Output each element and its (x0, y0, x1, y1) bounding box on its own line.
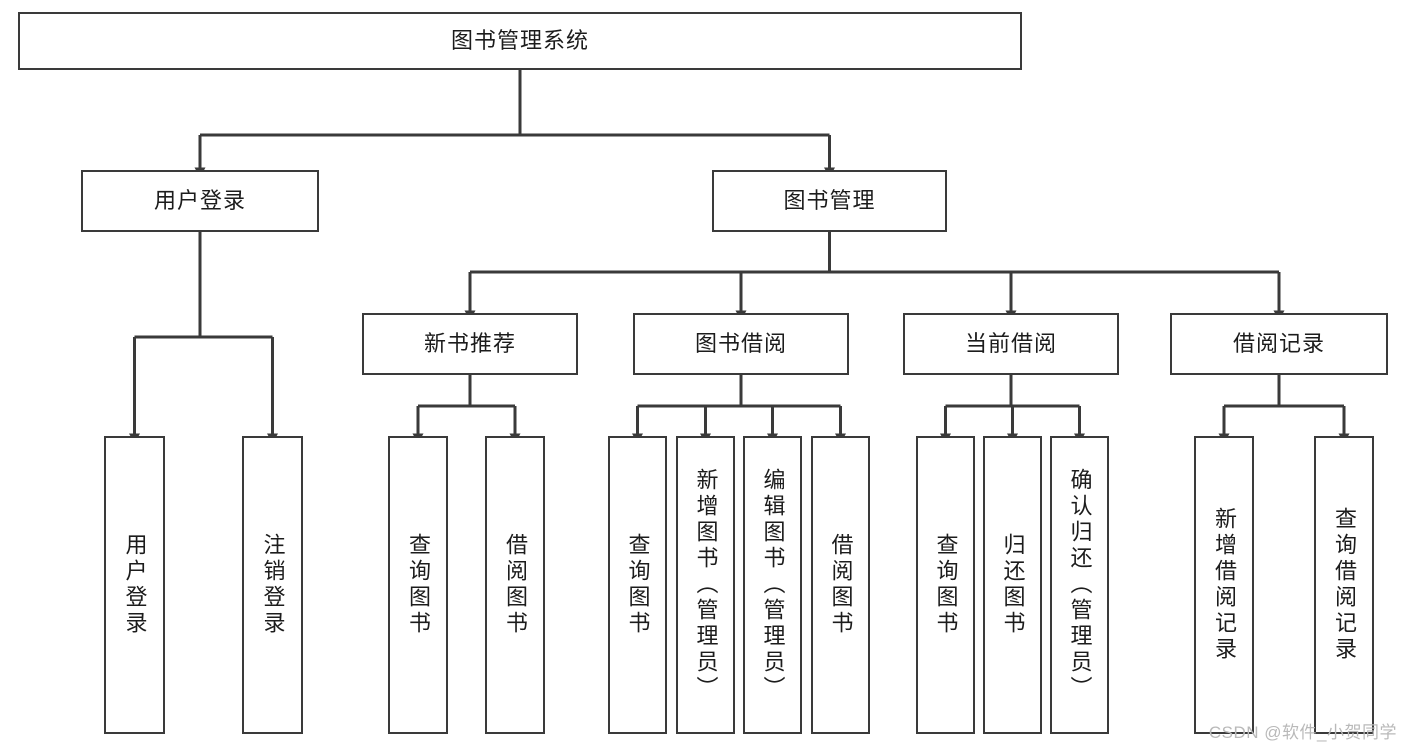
node-label: 查询图书 (625, 533, 651, 637)
edge-paths (129, 70, 1350, 444)
node-label: 借阅图书 (503, 533, 528, 637)
node-book-manage[interactable]: 图书管理 (712, 170, 947, 232)
node-label: 图书借阅 (694, 330, 787, 356)
node-borrow-record[interactable]: 借阅记录 (1170, 313, 1388, 375)
node-leaf-borrow-book-1[interactable]: 借阅图书 (485, 436, 545, 734)
node-leaf-query-book-1[interactable]: 查询图书 (388, 436, 448, 734)
node-book-borrow[interactable]: 图书借阅 (633, 313, 849, 375)
node-label: 图书管理 (783, 187, 876, 213)
node-label: 当前借阅 (964, 330, 1057, 356)
node-leaf-query-record[interactable]: 查询借阅记录 (1314, 436, 1374, 734)
node-label: 归还图书 (1000, 533, 1026, 637)
node-user-login[interactable]: 用户登录 (81, 170, 319, 232)
node-label: 查询图书 (933, 533, 959, 637)
node-leaf-add-book[interactable]: 新增图书（管理员） (676, 436, 735, 734)
node-current-borrow[interactable]: 当前借阅 (903, 313, 1119, 375)
node-leaf-add-record[interactable]: 新增借阅记录 (1194, 436, 1254, 734)
node-label: 借阅记录 (1232, 330, 1325, 356)
node-label: 查询借阅记录 (1332, 507, 1357, 663)
node-label: 图书管理系统 (450, 27, 589, 53)
node-leaf-edit-book[interactable]: 编辑图书（管理员） (743, 436, 802, 734)
node-leaf-logout[interactable]: 注销登录 (242, 436, 303, 734)
node-leaf-query-book-2[interactable]: 查询图书 (608, 436, 667, 734)
node-label: 借阅图书 (828, 533, 854, 637)
node-label: 注销登录 (260, 533, 286, 637)
node-leaf-borrow-book-2[interactable]: 借阅图书 (811, 436, 870, 734)
node-label: 用户登录 (122, 533, 148, 637)
node-label: 新增借阅记录 (1212, 507, 1237, 663)
node-label: 编辑图书（管理员） (760, 468, 786, 702)
node-leaf-query-book-3[interactable]: 查询图书 (916, 436, 975, 734)
node-leaf-confirm-return[interactable]: 确认归还（管理员） (1050, 436, 1109, 734)
node-label: 新书推荐 (423, 330, 516, 356)
node-new-book-rec[interactable]: 新书推荐 (362, 313, 578, 375)
node-label: 新增图书（管理员） (693, 468, 719, 702)
node-leaf-user-login[interactable]: 用户登录 (104, 436, 165, 734)
node-leaf-return-book[interactable]: 归还图书 (983, 436, 1042, 734)
node-label: 确认归还（管理员） (1067, 468, 1093, 702)
node-root[interactable]: 图书管理系统 (18, 12, 1022, 70)
node-label: 用户登录 (153, 187, 246, 213)
node-label: 查询图书 (406, 533, 431, 637)
